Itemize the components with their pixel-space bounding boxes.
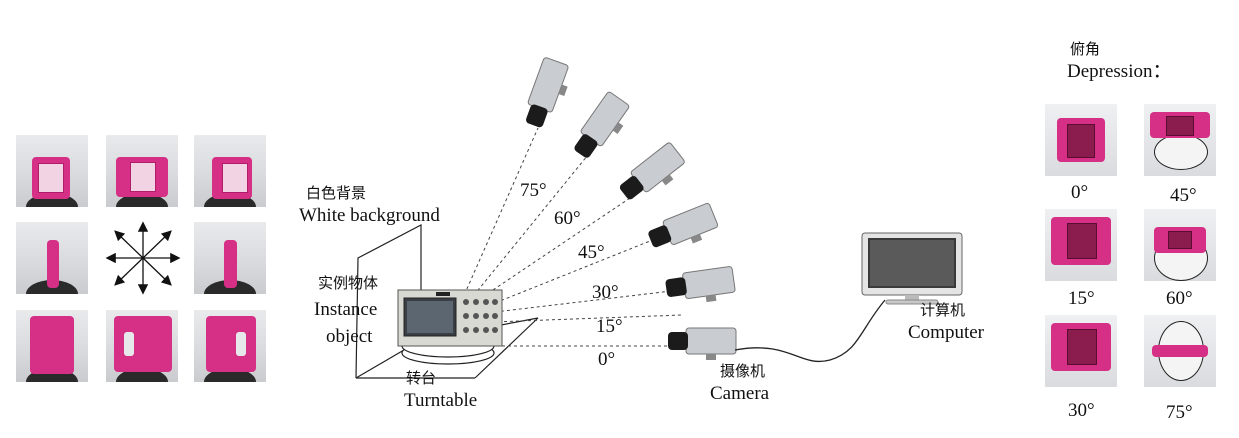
instance-label-en-2: object xyxy=(326,326,373,347)
camera-angle-0: 0° xyxy=(598,349,616,370)
eight-way-arrows-icon xyxy=(104,220,182,296)
depression-label-en: Depression： xyxy=(1067,61,1172,82)
depression-angle-15: 15° xyxy=(1068,288,1095,309)
cctv-camera-icon xyxy=(526,57,737,360)
depression-thumb-15 xyxy=(1045,209,1117,281)
depression-thumb-45 xyxy=(1144,104,1216,176)
view-thumb-top-left xyxy=(16,135,88,207)
camera-angle-60: 60° xyxy=(554,208,581,229)
view-thumb-bottom-right xyxy=(194,310,266,382)
depression-thumb-0 xyxy=(1045,104,1117,176)
view-thumb-bottom-left xyxy=(16,310,88,382)
camera-angle-30: 30° xyxy=(592,282,619,303)
depression-thumb-75 xyxy=(1144,315,1216,387)
turntable-label-cn: 转台 xyxy=(406,369,437,387)
camera-angle-45: 45° xyxy=(578,242,605,263)
view-thumb-top-right xyxy=(194,135,266,207)
depression-thumb-30 xyxy=(1045,315,1117,387)
oscilloscope-turntable-icon xyxy=(397,289,503,365)
view-lines xyxy=(460,127,683,347)
depression-angle-60: 60° xyxy=(1166,288,1193,309)
camera-angle-75: 75° xyxy=(520,180,547,201)
instance-label-en-1: Instance xyxy=(314,299,378,320)
view-thumb-middle-left xyxy=(16,222,88,294)
camera-cable xyxy=(734,299,886,362)
camera-label-en: Camera xyxy=(710,383,770,404)
turntable-label-en: Turntable xyxy=(404,390,478,411)
camera-label-cn: 摄像机 xyxy=(720,362,766,380)
view-thumb-bottom-center xyxy=(106,310,178,382)
depression-angle-0: 0° xyxy=(1071,182,1089,203)
depression-angle-75: 75° xyxy=(1166,402,1193,423)
white-background-panel xyxy=(355,224,539,379)
white-background-label-en: White background xyxy=(299,205,440,226)
camera-angle-15: 15° xyxy=(596,316,623,337)
computer-label-en: Computer xyxy=(908,322,984,343)
view-thumb-top-center xyxy=(106,135,178,207)
depression-angle-45: 45° xyxy=(1170,185,1197,206)
view-thumb-middle-right xyxy=(194,222,266,294)
computer-label-cn: 计算机 xyxy=(920,301,966,319)
monitor-icon xyxy=(861,232,963,305)
white-background-label-cn: 白色背景 xyxy=(306,184,367,202)
instance-label-cn: 实例物体 xyxy=(318,274,379,292)
depression-thumb-60 xyxy=(1144,209,1216,281)
depression-angle-30: 30° xyxy=(1068,400,1095,421)
depression-label-cn: 俯角 xyxy=(1070,40,1101,58)
